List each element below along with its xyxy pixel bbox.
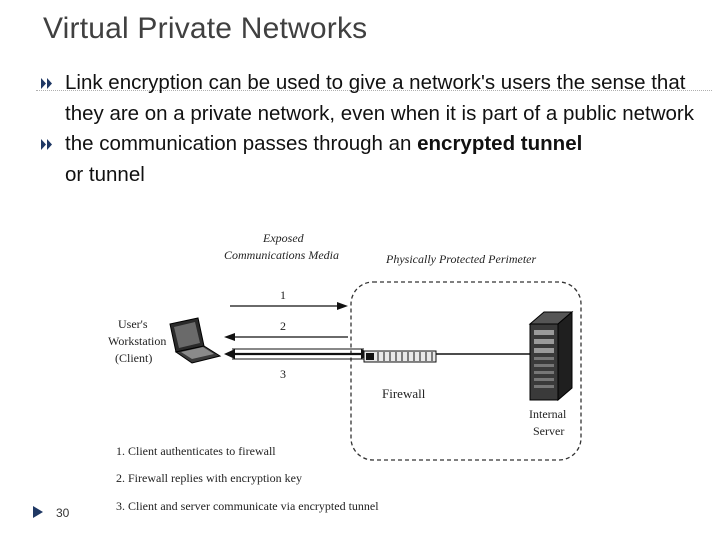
title-divider [36,90,712,91]
arrow-1-head [337,302,348,310]
step-2-text: 2. Firewall replies with encryption key [116,471,302,485]
perimeter-label: Physically Protected Perimeter [385,252,536,266]
bullet-icon [41,78,52,89]
arrow-2-label: 2 [280,319,286,333]
bullet-list: Link encryption can be used to give a ne… [40,68,700,190]
bullet-text-continued: or tunnel [65,162,145,186]
firewall-icon [363,350,437,363]
step-1-text: 1. Client authenticates to firewall [116,444,276,458]
server-icon [528,310,574,402]
perimeter-boundary [350,281,582,461]
laptop-icon [169,317,222,364]
vpn-diagram: Exposed Communications Media Physically … [108,226,586,520]
server-label: Internal [529,407,567,421]
workstation-label: User's [118,317,148,331]
page-marker-icon [33,506,43,518]
bullet-text: the communication passes through an [65,132,418,155]
bullet-item: the communication passes through an encr… [40,129,700,190]
firewall-label: Firewall [382,386,426,401]
workstation-label-line2: Workstation [108,334,166,348]
bullet-bold-text: encrypted tunnel [417,132,583,155]
exposed-label-line2: Communications Media [224,248,339,262]
arrow-3-head-left [224,349,235,359]
arrow-1-label: 1 [280,288,286,302]
arrow-3-label: 3 [280,367,286,381]
server-label-line2: Server [533,424,564,438]
arrow-2-head [224,333,235,341]
page-number: 30 [56,506,70,520]
workstation-label-line3: (Client) [115,351,152,365]
bullet-text: Link encryption can be used to give a ne… [65,71,695,125]
exposed-label: Exposed [262,231,305,245]
bullet-icon [41,139,52,150]
slide-title: Virtual Private Networks [43,12,368,45]
step-3-text: 3. Client and server communicate via enc… [116,499,379,513]
bullet-item: Link encryption can be used to give a ne… [40,68,700,129]
